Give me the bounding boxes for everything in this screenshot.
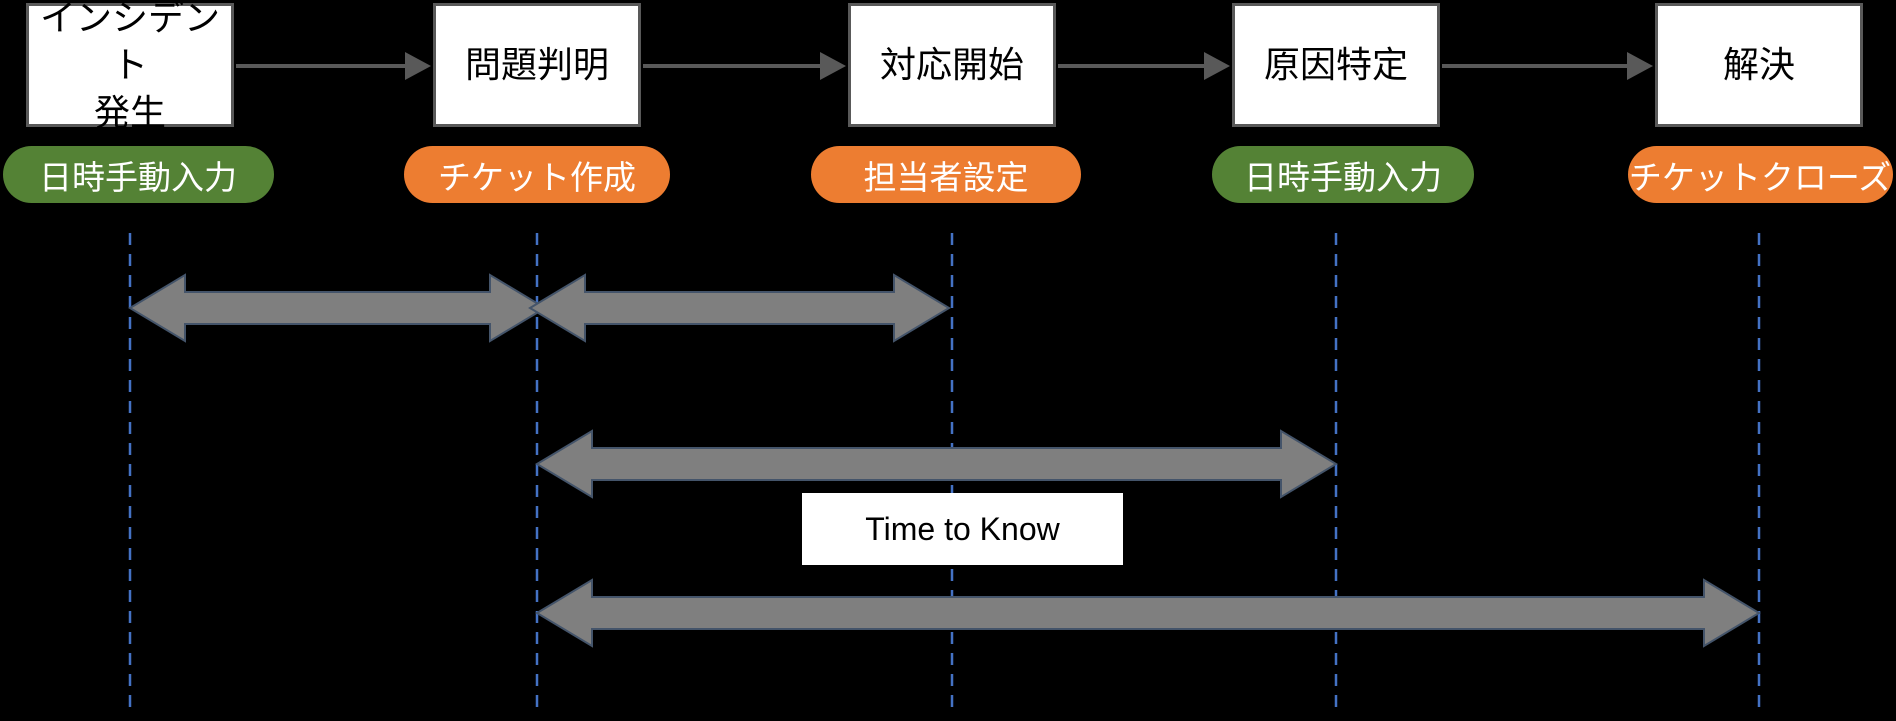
stage-badge-3-green: 日時手動入力 (1212, 146, 1474, 203)
stage-label: インシデント 発生 (39, 0, 220, 133)
stage-label: 対応開始 (879, 44, 1024, 86)
connector-arrow-0 (236, 52, 431, 80)
connector-arrow-3 (1442, 52, 1653, 80)
stage-badge-0-green: 日時手動入力 (2, 146, 274, 203)
stage-label: 問題判明 (464, 44, 609, 86)
stage-box-1: 問題判明 (433, 3, 641, 127)
connector-arrow-1 (643, 52, 846, 80)
stage-badge-label: 担当者設定 (863, 158, 1029, 196)
duration-arrow-2 (535, 429, 1338, 499)
stage-box-4: 解決 (1655, 3, 1863, 127)
stage-badge-label: 日時手動入力 (1244, 158, 1442, 196)
span-label-text: Time to Know (865, 510, 1060, 547)
stage-label: 解決 (1722, 44, 1795, 86)
stage-badge-2-orange: 担当者設定 (811, 146, 1081, 203)
connector-arrowhead-icon (405, 52, 431, 80)
stage-box-0: インシデント 発生 (26, 0, 234, 133)
stage-badge-label: 日時手動入力 (39, 158, 237, 196)
connector-arrowhead-icon (820, 52, 846, 80)
stage-box-3: 原因特定 (1232, 3, 1440, 127)
connector-arrowhead-icon (1204, 52, 1230, 80)
connector-arrow-2 (1058, 52, 1230, 80)
stage-badge-1-orange: チケット作成 (404, 146, 670, 203)
stage-badge-label: チケット作成 (438, 158, 636, 196)
stage-label: 原因特定 (1263, 44, 1408, 86)
duration-arrow-1 (528, 273, 951, 343)
connector-arrowhead-icon (1627, 52, 1653, 80)
stage-box-2: 対応開始 (848, 3, 1056, 127)
span-label-box: Time to Know (802, 493, 1123, 565)
duration-arrow-3 (535, 578, 1761, 648)
stage-badge-4-orange: チケットクローズ (1627, 146, 1893, 203)
stage-badge-label: チケットクローズ (1628, 158, 1892, 196)
